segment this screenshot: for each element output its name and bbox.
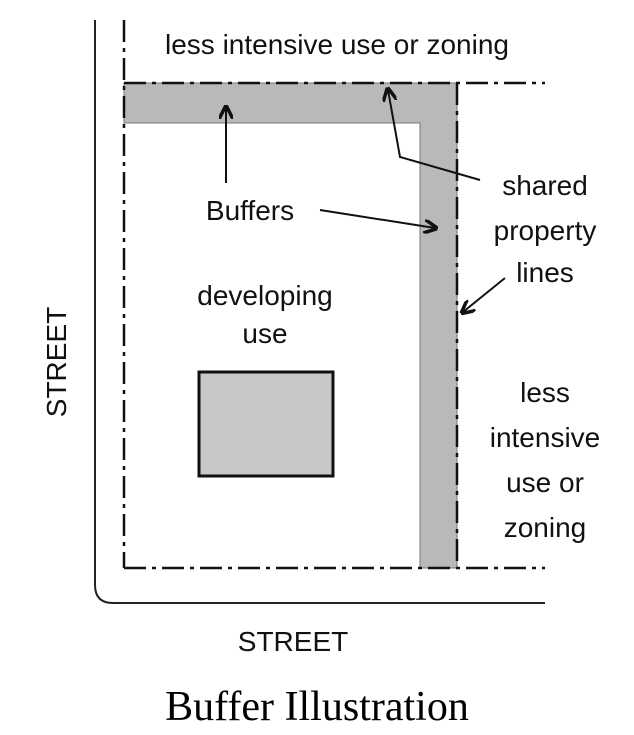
developing-label-2: use	[242, 318, 287, 349]
right-neighbor-label-3: use or	[506, 467, 584, 498]
street-left-label: STREET	[41, 307, 72, 417]
property-lines	[122, 20, 545, 570]
street-bottom-label: STREET	[238, 626, 348, 657]
top-neighbor-label: less intensive use or zoning	[165, 29, 509, 60]
developing-label-1: developing	[197, 280, 332, 311]
right-neighbor-label-4: zoning	[504, 512, 587, 543]
shared-label-2: property	[494, 215, 597, 246]
lines-arrow	[463, 277, 506, 312]
right-neighbor-label-2: intensive	[490, 422, 601, 453]
buffers-arrow-right	[319, 209, 435, 228]
buffer-area	[123, 82, 458, 569]
shared-label-3: lines	[516, 257, 574, 288]
shared-label-1: shared	[502, 170, 588, 201]
shared-arrow	[388, 90, 481, 181]
street-edge	[94, 20, 545, 604]
right-neighbor-label-1: less	[520, 377, 570, 408]
building	[197, 370, 335, 478]
caption: Buffer Illustration	[165, 684, 469, 730]
buffers-label: Buffers	[206, 195, 294, 226]
